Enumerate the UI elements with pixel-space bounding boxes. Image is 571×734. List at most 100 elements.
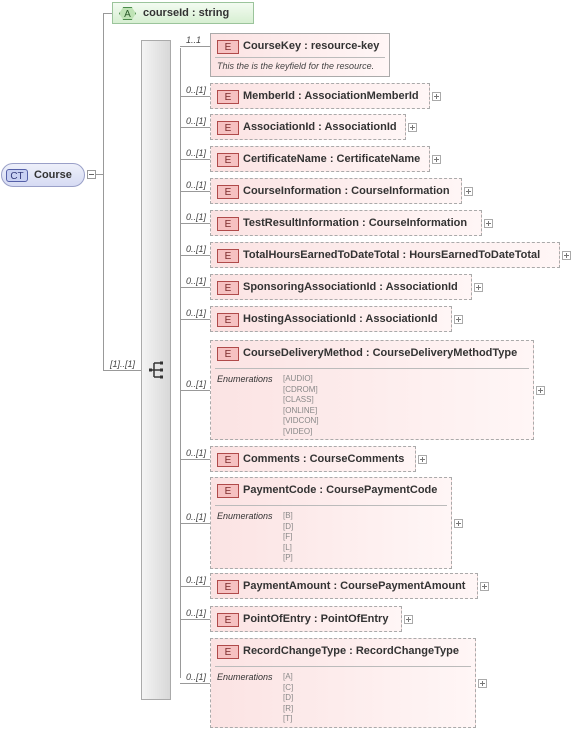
element-box[interactable]: E PointOfEntry : PointOfEntry [210, 606, 402, 632]
element-connector [180, 390, 210, 391]
element-connector [180, 586, 210, 587]
element-tag: E [217, 613, 239, 627]
element-connector [180, 683, 210, 684]
element-connector [180, 255, 210, 256]
element-name: AssociationId : AssociationId [243, 121, 397, 133]
element-occurrence: 0..[1] [186, 85, 207, 95]
element-connector [180, 191, 210, 192]
expand-icon[interactable] [536, 386, 545, 395]
element-tag: E [217, 281, 239, 295]
element-documentation: This the is the keyfield for the resourc… [217, 61, 375, 71]
complex-type-tag: CT [6, 169, 28, 182]
expand-icon[interactable] [562, 251, 571, 260]
collapse-icon[interactable] [87, 170, 96, 179]
connector-attr [103, 13, 112, 14]
element-tag: E [217, 347, 239, 361]
element-occurrence: 0..[1] [186, 379, 207, 389]
element-name: RecordChangeType : RecordChangeType [243, 645, 459, 657]
element-name: PointOfEntry : PointOfEntry [243, 613, 389, 625]
element-tag: E [217, 217, 239, 231]
element-occurrence: 0..[1] [186, 512, 207, 522]
enumeration-value: [D] [283, 693, 294, 703]
enumeration-value: [A] [283, 672, 293, 681]
expand-icon[interactable] [478, 679, 487, 688]
element-connector [180, 287, 210, 288]
enumerations-list: [AUDIO][CDROM][CLASS][ONLINE][VIDCON][VI… [283, 374, 319, 438]
element-name: CourseKey : resource-key [243, 40, 380, 52]
element-connector [180, 319, 210, 320]
connector-seq [103, 370, 141, 371]
attribute-courseid[interactable]: A courseId : string [112, 2, 254, 24]
element-separator [215, 505, 447, 506]
element-tag: E [217, 153, 239, 167]
enumerations-list: [A][C][D][R][T] [283, 672, 293, 725]
element-tag: E [217, 580, 239, 594]
complex-type-name: Course [34, 169, 72, 181]
element-separator [215, 57, 385, 58]
enumerations-label: Enumerations [217, 511, 273, 521]
sequence-icon [149, 361, 163, 379]
element-box[interactable]: E TestResultInformation : CourseInformati… [210, 210, 482, 236]
expand-icon[interactable] [432, 92, 441, 101]
sequence-occurrence: [1]..[1] [110, 359, 136, 369]
expand-icon[interactable] [480, 582, 489, 591]
element-tag: E [217, 249, 239, 263]
element-occurrence: 1..1 [186, 35, 202, 45]
element-box[interactable]: E CourseDeliveryMethod : CourseDeliveryMe… [210, 340, 534, 440]
enumeration-value: [R] [283, 703, 294, 713]
element-connector [180, 127, 210, 128]
expand-icon[interactable] [404, 615, 413, 624]
expand-icon[interactable] [432, 155, 441, 164]
element-name: TotalHoursEarnedToDateTotal : HoursEarne… [243, 249, 541, 261]
element-name: PaymentCode : CoursePaymentCode [243, 484, 438, 496]
expand-icon[interactable] [484, 219, 493, 228]
element-occurrence: 0..[1] [186, 212, 207, 222]
enumeration-value: [L] [283, 542, 292, 552]
element-occurrence: 0..[1] [186, 276, 207, 286]
enumeration-value: [CDROM] [283, 384, 318, 394]
element-tag: E [217, 90, 239, 104]
expand-icon[interactable] [474, 283, 483, 292]
element-connector [180, 46, 210, 47]
enumerations-label: Enumerations [217, 374, 273, 384]
expand-icon[interactable] [418, 455, 427, 464]
attribute-name: courseId : string [143, 7, 230, 19]
expand-icon[interactable] [464, 187, 473, 196]
element-occurrence: 0..[1] [186, 608, 207, 618]
element-tag: E [217, 313, 239, 327]
element-connector [180, 619, 210, 620]
connector-vertical [103, 13, 104, 370]
expand-icon[interactable] [454, 315, 463, 324]
element-occurrence: 0..[1] [186, 672, 207, 682]
sequence-compositor[interactable] [141, 40, 171, 700]
enumeration-value: [AUDIO] [283, 374, 313, 383]
enumerations-list: [B][D][F][L][P] [283, 511, 293, 564]
element-box[interactable]: E TotalHoursEarnedToDateTotal : HoursEarn… [210, 242, 560, 268]
element-occurrence: 0..[1] [186, 180, 207, 190]
complex-type-course[interactable]: CT Course [1, 163, 85, 187]
enumeration-value: [P] [283, 553, 293, 563]
expand-icon[interactable] [454, 519, 463, 528]
element-occurrence: 0..[1] [186, 575, 207, 585]
element-name: TestResultInformation : CourseInformatio… [243, 217, 468, 229]
element-name: HostingAssociationId : AssociationId [243, 313, 438, 325]
element-tag: E [217, 484, 239, 498]
enumeration-value: [VIDCON] [283, 416, 319, 426]
element-box[interactable]: E PaymentAmount : CoursePaymentAmount [210, 573, 478, 599]
element-occurrence: 0..[1] [186, 148, 207, 158]
element-name: PaymentAmount : CoursePaymentAmount [243, 580, 466, 592]
expand-icon[interactable] [408, 123, 417, 132]
element-tag: E [217, 453, 239, 467]
element-name: CourseDeliveryMethod : CourseDeliveryMet… [243, 347, 518, 359]
connector-main [95, 174, 103, 175]
element-box[interactable]: E HostingAssociationId : AssociationId [210, 306, 452, 332]
